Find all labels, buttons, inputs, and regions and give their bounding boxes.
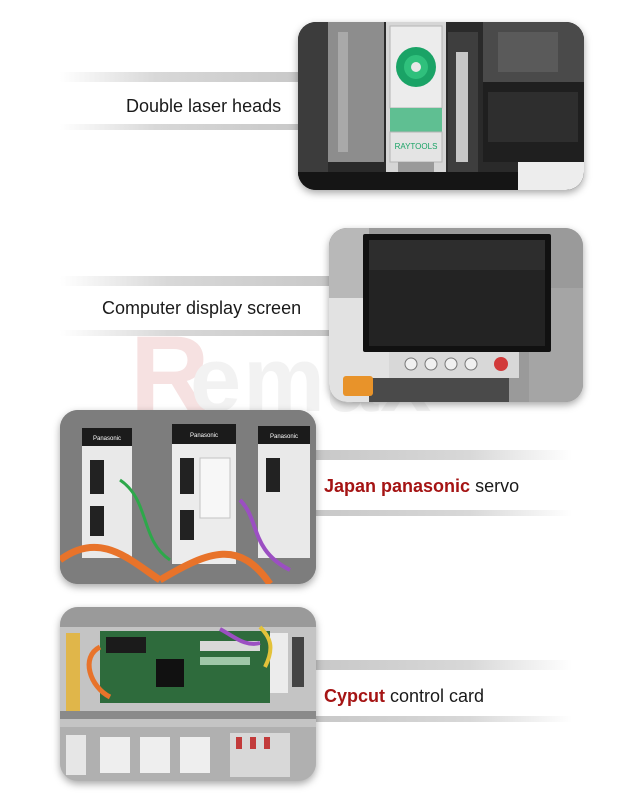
feature-caption: Double laser heads — [126, 96, 282, 116]
caption-rest: control card — [385, 686, 485, 706]
feature-caption: Japan panasonic servo — [324, 476, 519, 497]
display-screen-photo — [329, 228, 583, 402]
divider-line — [316, 450, 572, 460]
divider-line — [60, 72, 300, 82]
servo-drives-illustration: Panasonic Panasonic Panasonic — [60, 410, 316, 584]
divider-line — [316, 716, 572, 722]
feature-caption: Computer display screen — [102, 298, 302, 318]
raytools-logo-text: RAYTOOLS — [395, 142, 438, 151]
laser-head-illustration: RAYTOOLS — [298, 22, 584, 190]
laser-head-photo: RAYTOOLS — [298, 22, 584, 190]
divider-line — [316, 510, 572, 516]
caption-highlight: Cypcut — [324, 686, 386, 706]
divider-line — [316, 660, 572, 670]
feature-caption: Cypcut control card — [324, 686, 484, 707]
caption-rest: servo — [470, 476, 520, 496]
display-screen-illustration — [329, 228, 583, 402]
servo-brand-label: Panasonic — [270, 434, 298, 440]
divider-line — [60, 330, 330, 336]
servo-drives-photo: Panasonic Panasonic Panasonic — [60, 410, 316, 584]
servo-brand-label: Panasonic — [190, 433, 218, 439]
divider-line — [60, 276, 330, 286]
servo-brand-label: Panasonic — [93, 436, 121, 442]
control-card-illustration — [60, 607, 316, 781]
caption-highlight: Japan panasonic — [324, 476, 471, 496]
divider-line — [60, 124, 300, 130]
control-card-photo — [60, 607, 316, 781]
